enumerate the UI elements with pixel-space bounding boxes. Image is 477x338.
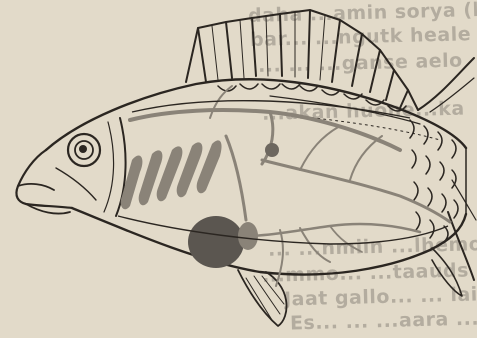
dorsal-fin	[186, 10, 418, 110]
gills	[121, 140, 222, 209]
ventral-fin	[432, 248, 462, 296]
fish-eye	[68, 134, 100, 166]
tail-fin	[418, 58, 476, 280]
organ-spot	[265, 143, 279, 157]
heart	[188, 216, 258, 268]
